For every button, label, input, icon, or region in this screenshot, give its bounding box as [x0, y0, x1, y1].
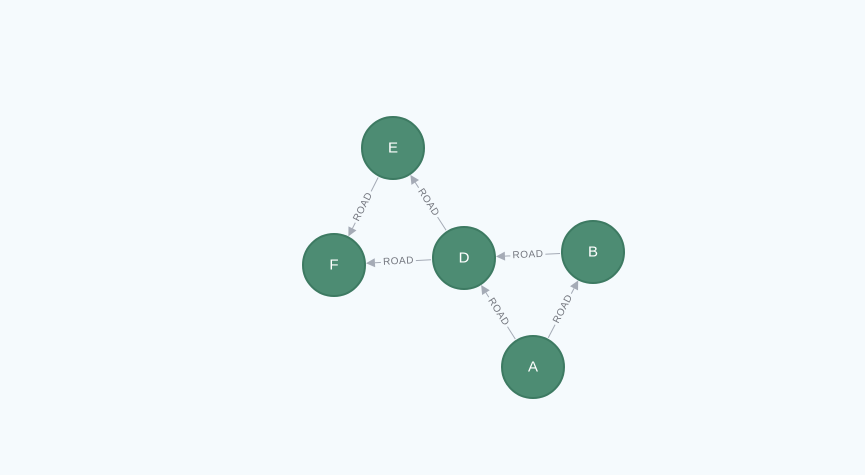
edge-label: ROAD: [551, 293, 575, 325]
edge-label: ROAD: [485, 296, 511, 328]
arrowhead-icon: [410, 174, 420, 185]
node-E[interactable]: E: [361, 116, 425, 180]
arrowhead-icon: [348, 226, 357, 237]
node-D[interactable]: D: [432, 226, 496, 290]
node-A[interactable]: A: [501, 335, 565, 399]
edge-label: ROAD: [383, 255, 414, 268]
edge-E-F[interactable]: ROAD: [348, 177, 379, 237]
edge-label: ROAD: [415, 187, 441, 219]
arrowhead-icon: [481, 285, 490, 296]
edge-label: ROAD: [512, 249, 543, 261]
edge-D-F[interactable]: ROAD: [365, 252, 432, 271]
edge-label: ROAD: [351, 191, 375, 224]
node-F[interactable]: F: [302, 233, 366, 297]
arrowhead-icon: [495, 251, 506, 261]
arrowhead-icon: [570, 280, 579, 291]
edge-D-E[interactable]: ROAD: [410, 174, 447, 231]
edge-A-B[interactable]: ROAD: [547, 280, 579, 338]
edge-B-D[interactable]: ROAD: [495, 246, 561, 264]
arrowhead-icon: [365, 258, 376, 268]
edge-A-D[interactable]: ROAD: [481, 285, 516, 340]
node-B[interactable]: B: [561, 220, 625, 284]
